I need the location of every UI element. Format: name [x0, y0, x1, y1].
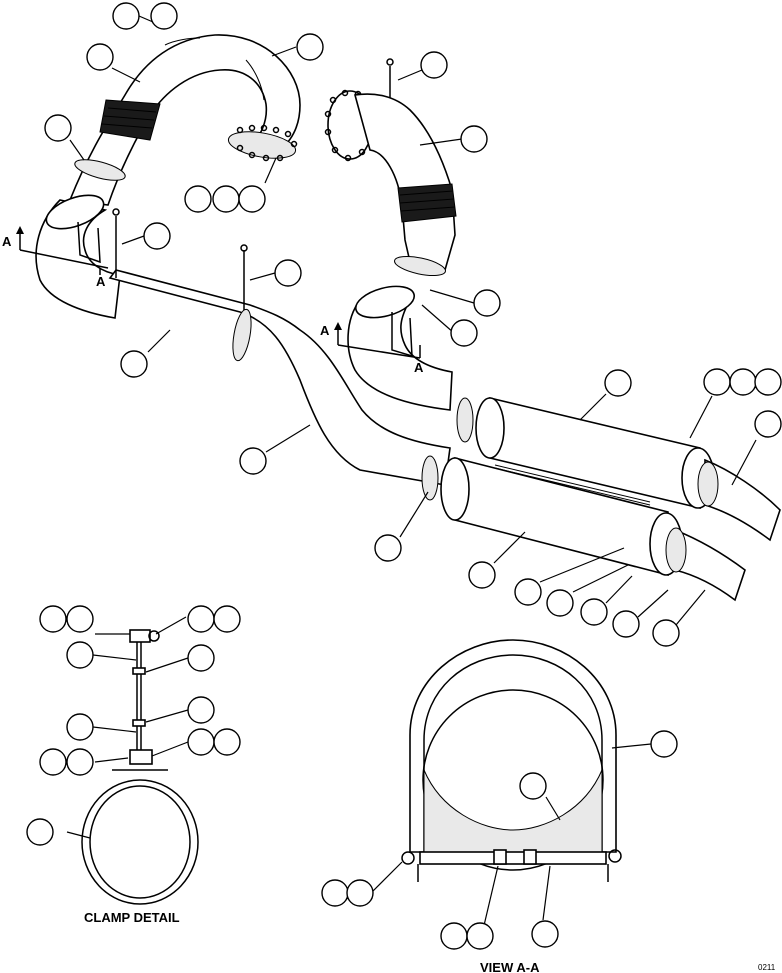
callout-balloon-10	[238, 185, 266, 213]
section-mark-a-left: A	[2, 234, 12, 249]
callout-balloon-14	[450, 319, 478, 347]
callout-balloon-18	[729, 368, 757, 396]
callout-balloon-25	[546, 589, 574, 617]
callout-balloon-43	[519, 772, 547, 800]
callout-balloon-42	[650, 730, 678, 758]
view-aa-title: VIEW A-A	[480, 960, 540, 973]
callout-balloon-5	[420, 51, 448, 79]
callout-balloon-3	[296, 33, 324, 61]
callout-balloon-6	[44, 114, 72, 142]
clamp-detail: CLAMP DETAIL	[81, 629, 199, 925]
callout-balloon-36	[187, 696, 215, 724]
view-aa: VIEW A-A	[401, 639, 622, 973]
lower-muffler	[421, 455, 746, 602]
callout-balloon-23	[468, 561, 496, 589]
callout-balloon-9	[212, 185, 240, 213]
section-mark-a-left-2: A	[96, 274, 106, 289]
callout-balloon-12	[274, 259, 302, 287]
callout-balloon-44	[321, 879, 349, 907]
callout-balloon-47	[466, 922, 494, 950]
callout-balloon-22	[374, 534, 402, 562]
callout-balloon-7	[460, 125, 488, 153]
callout-balloon-1	[112, 2, 140, 30]
callout-balloon-11	[143, 222, 171, 250]
flange-bolts	[236, 124, 298, 162]
drawing-number: 0211	[758, 963, 776, 972]
callout-balloon-13	[473, 289, 501, 317]
callout-balloon-35	[66, 713, 94, 741]
callout-balloon-37	[39, 748, 67, 776]
callout-balloon-46	[440, 922, 468, 950]
callout-balloon-27	[612, 610, 640, 638]
callout-balloon-38	[66, 748, 94, 776]
callout-balloon-40	[213, 728, 241, 756]
callout-balloon-21	[239, 447, 267, 475]
right-exhaust-pipe-assembly	[324, 58, 457, 411]
callout-balloon-8	[184, 185, 212, 213]
callout-balloon-20	[754, 410, 782, 438]
callout-balloon-28	[652, 619, 680, 647]
section-marks: A A A A	[2, 226, 424, 375]
callout-balloon-26	[580, 598, 608, 626]
callout-balloon-41	[26, 818, 54, 846]
upper-muffler	[456, 396, 781, 542]
callout-balloon-2	[150, 2, 178, 30]
callout-balloon-17	[703, 368, 731, 396]
callout-balloon-31	[187, 605, 215, 633]
callout-balloons	[26, 2, 782, 950]
callout-balloon-33	[66, 641, 94, 669]
callout-balloon-48	[531, 920, 559, 948]
section-mark-a-right-2: A	[414, 360, 424, 375]
callout-balloon-29	[39, 605, 67, 633]
callout-balloon-24	[514, 578, 542, 606]
callout-balloon-32	[213, 605, 241, 633]
section-mark-a-right: A	[320, 323, 330, 338]
callout-balloon-19	[754, 368, 782, 396]
callout-balloon-34	[187, 644, 215, 672]
left-exhaust-pipe-assembly	[35, 34, 451, 486]
callout-balloon-16	[604, 369, 632, 397]
callout-balloon-45	[346, 879, 374, 907]
callout-balloon-4	[86, 43, 114, 71]
callout-balloon-15	[120, 350, 148, 378]
callout-balloon-30	[66, 605, 94, 633]
clamp-detail-title: CLAMP DETAIL	[84, 910, 180, 925]
callout-balloon-39	[187, 728, 215, 756]
